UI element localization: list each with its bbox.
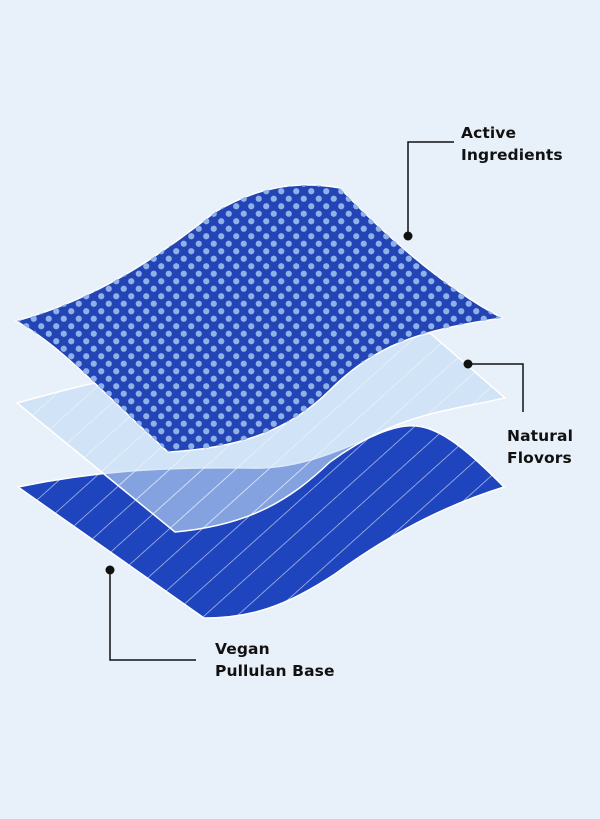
leader-line-vegan xyxy=(105,565,196,661)
label-vegan-line2: Pullulan Base xyxy=(215,662,335,680)
leader-line-active xyxy=(403,141,454,241)
pointer-dot-active xyxy=(403,231,413,241)
label-active-ingredients: Active Ingredients xyxy=(461,122,563,166)
active-ingredients-layer xyxy=(14,184,505,453)
label-natural-flavors: Natural Flovors xyxy=(507,425,573,469)
label-natural-line2: Flovors xyxy=(507,449,572,467)
label-active-line1: Active xyxy=(461,124,517,142)
label-vegan-pullulan-base: Vegan Pullulan Base xyxy=(215,638,335,682)
label-natural-line1: Natural xyxy=(507,427,573,445)
label-vegan-line1: Vegan xyxy=(215,640,270,658)
pointer-dot-natural xyxy=(463,359,473,369)
pointer-dot-vegan xyxy=(105,565,115,575)
leader-line-natural xyxy=(463,359,524,412)
label-active-line2: Ingredients xyxy=(461,146,563,164)
